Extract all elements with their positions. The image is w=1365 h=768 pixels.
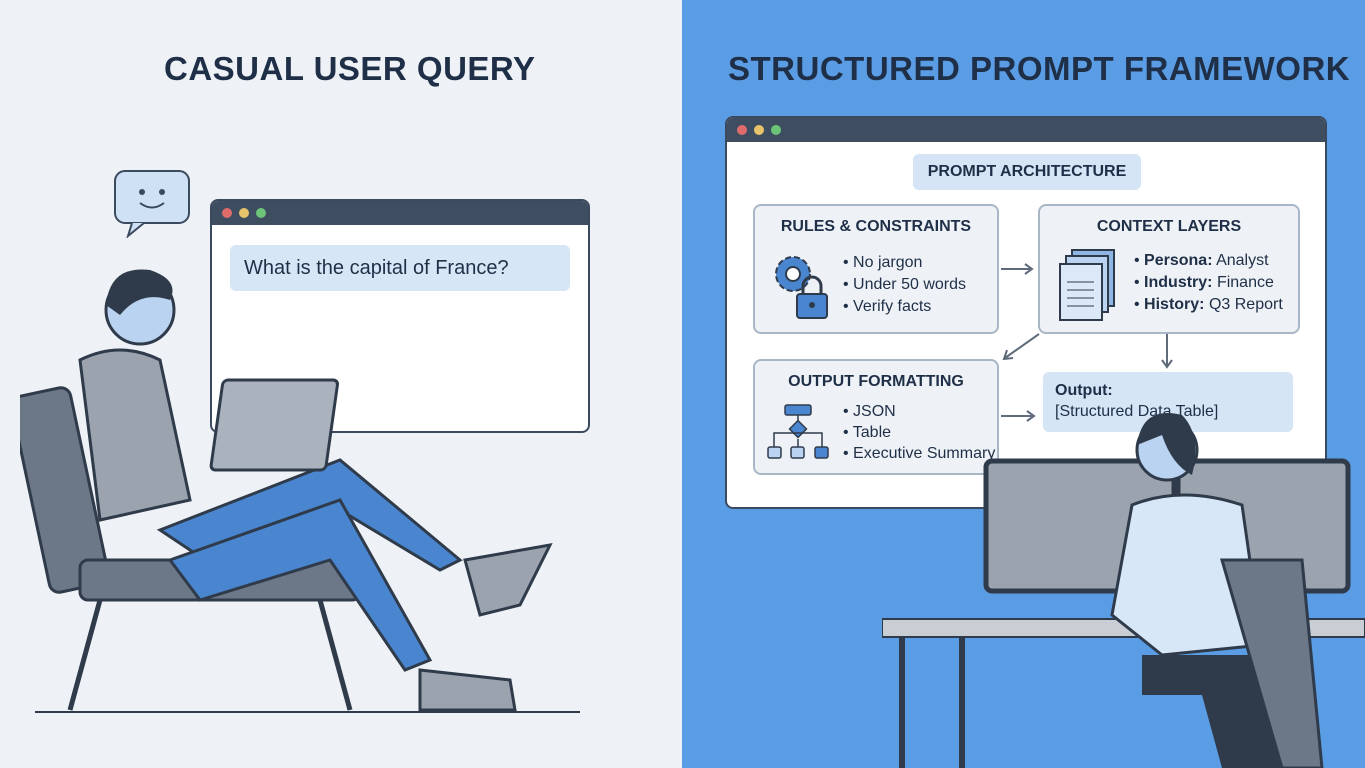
close-dot — [737, 125, 747, 135]
minimize-dot — [239, 208, 249, 218]
close-dot — [222, 208, 232, 218]
rule-item: Under 50 words — [843, 274, 966, 296]
casual-title: CASUAL USER QUERY — [164, 50, 536, 87]
maximize-dot — [771, 125, 781, 135]
structured-title: STRUCTURED PROMPT FRAMEWORK — [728, 50, 1351, 87]
format-item: Table — [843, 422, 995, 443]
context-item: Persona: Analyst — [1134, 250, 1283, 272]
maximize-dot — [256, 208, 266, 218]
flow-arrows — [1001, 263, 1173, 422]
casual-user-illustration — [20, 269, 580, 713]
context-item: History: Q3 Report — [1134, 294, 1283, 316]
rules-title: RULES & CONSTRAINTS — [780, 218, 972, 235]
context-title: CONTEXT LAYERS — [1096, 218, 1242, 235]
gear-lock-icon — [775, 256, 828, 319]
minimize-dot — [754, 125, 764, 135]
format-item: JSON — [843, 401, 995, 422]
context-key: Industry: — [1144, 274, 1213, 291]
output-label: Output: — [1055, 382, 1113, 399]
chat-smiley-icon — [114, 170, 190, 238]
prompt-window: PROMPT ARCHITECTURE RULES & CONSTRAINTS … — [725, 116, 1327, 509]
context-item: Industry: Finance — [1134, 272, 1283, 294]
context-key: History: — [1144, 296, 1205, 313]
context-key: Persona: — [1144, 252, 1213, 269]
rules-card: RULES & CONSTRAINTS No jargonUnder 50 wo… — [753, 204, 999, 334]
flowchart-icon — [767, 404, 829, 459]
structured-panel: STRUCTURED PROMPT FRAMEWORK PROMPT ARCHI… — [682, 0, 1365, 768]
rule-item: No jargon — [843, 252, 966, 274]
formatting-card: OUTPUT FORMATTING JSONTableExecutive Sum… — [753, 359, 999, 475]
context-value: Finance — [1212, 274, 1274, 291]
output-box: Output:[Structured Data Table] — [1043, 372, 1293, 432]
rule-item: Verify facts — [843, 296, 966, 318]
casual-panel: CASUAL USER QUERY What is the capital of… — [0, 0, 682, 768]
format-item: Executive Summary — [843, 443, 995, 464]
chat-message: What is the capital of France? — [230, 245, 570, 291]
context-value: Q3 Report — [1204, 296, 1283, 313]
prompt-architecture-label: PROMPT ARCHITECTURE — [913, 154, 1141, 190]
analyst-illustration — [882, 413, 1365, 768]
documents-icon — [1059, 249, 1115, 321]
context-card: CONTEXT LAYERS Persona: Analyst Industry… — [1038, 204, 1300, 334]
context-value: Analyst — [1212, 252, 1269, 269]
formatting-title: OUTPUT FORMATTING — [788, 373, 964, 390]
